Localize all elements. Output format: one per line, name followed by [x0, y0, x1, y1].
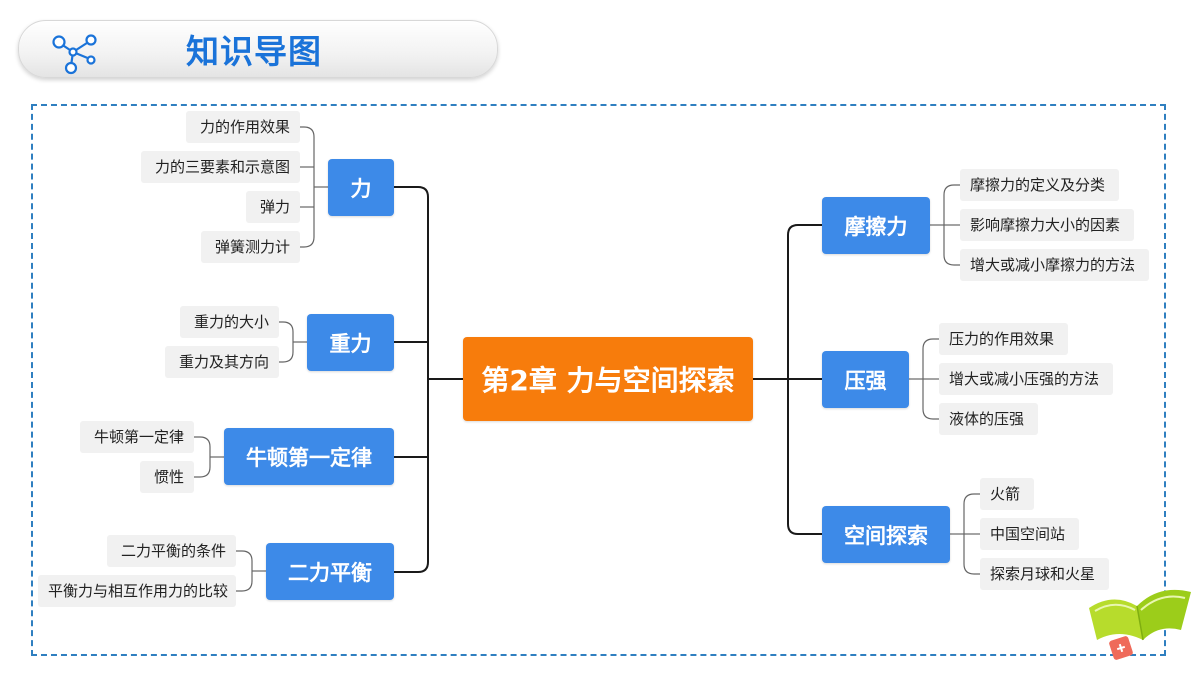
molecule-network-icon — [52, 34, 97, 75]
open-book-icon — [1089, 589, 1191, 660]
center-topic: 第2章 力与空间探索 — [463, 337, 753, 421]
leaf-kongjian-1: 火箭 — [980, 478, 1034, 510]
leaf-zhongli-1: 重力的大小 — [180, 306, 279, 338]
leaf-mocali-1: 摩擦力的定义及分类 — [960, 169, 1119, 201]
leaf-yaqiang-3: 液体的压强 — [939, 403, 1038, 435]
topic-kongjian: 空间探索 — [822, 506, 950, 563]
leaf-kongjian-2: 中国空间站 — [980, 518, 1079, 550]
leaf-li-4: 弹簧测力计 — [201, 231, 300, 263]
leaf-li-3: 弹力 — [246, 191, 300, 223]
header-banner — [18, 20, 498, 78]
topic-mocali: 摩擦力 — [822, 197, 930, 254]
leaf-niudun-1: 牛顿第一定律 — [80, 421, 194, 453]
leaf-li-2: 力的三要素和示意图 — [141, 151, 300, 183]
leaf-erli-2: 平衡力与相互作用力的比较 — [38, 575, 236, 607]
topic-yaqiang: 压强 — [822, 351, 909, 408]
leaf-yaqiang-2: 增大或减小压强的方法 — [939, 363, 1113, 395]
topic-erli: 二力平衡 — [266, 543, 394, 600]
leaf-li-1: 力的作用效果 — [186, 111, 300, 143]
leaf-niudun-2: 惯性 — [140, 461, 194, 493]
leaf-mocali-3: 增大或减小摩擦力的方法 — [960, 249, 1149, 281]
leaf-mocali-2: 影响摩擦力大小的因素 — [960, 209, 1134, 241]
topic-niudun: 牛顿第一定律 — [224, 428, 394, 485]
leaf-yaqiang-1: 压力的作用效果 — [939, 323, 1068, 355]
leaf-erli-1: 二力平衡的条件 — [107, 535, 236, 567]
topic-li: 力 — [328, 159, 394, 216]
page-title: 知识导图 — [186, 32, 322, 71]
leaf-kongjian-3: 探索月球和火星 — [980, 558, 1109, 590]
mindmap-frame — [31, 104, 1166, 656]
leaf-zhongli-2: 重力及其方向 — [165, 346, 279, 378]
topic-zhongli: 重力 — [307, 314, 394, 371]
